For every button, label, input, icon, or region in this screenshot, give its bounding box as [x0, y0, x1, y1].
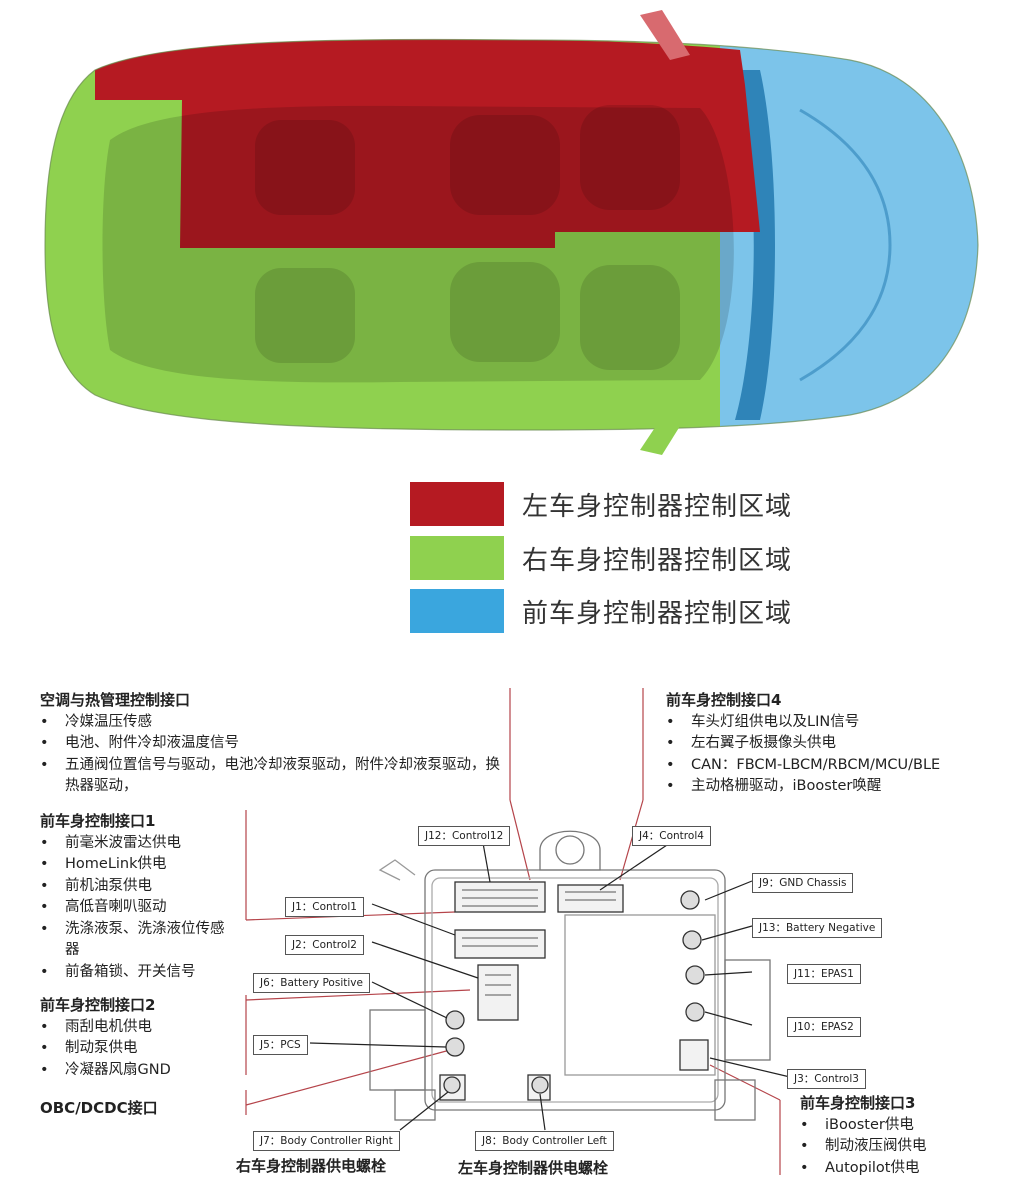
- callout-j6: J6：Battery Positive: [253, 973, 370, 993]
- connector-j1: [454, 929, 546, 959]
- callout-j12: J12：Control12: [418, 826, 511, 846]
- list-item: 前机油泵供电: [40, 876, 280, 898]
- leader-hvac-2: [509, 799, 531, 881]
- legend-swatch-left: [410, 482, 504, 526]
- left-zone: [95, 39, 760, 248]
- right-bolt-label: 右车身控制器供电螺栓: [236, 1157, 387, 1175]
- callout-j13: J13：Battery Negative: [752, 918, 883, 938]
- list-item: 五通阀位置信号与驱动，电池冷却液泵驱动，附件冷却液泵驱动，换热器驱动，: [40, 755, 510, 798]
- stud-j5: [445, 1037, 465, 1057]
- car-zone-illustration: [44, 10, 979, 455]
- callout-j8: J8：Body Controller Left: [475, 1131, 614, 1151]
- left-bolt-label: 左车身控制器供电螺栓: [458, 1159, 609, 1177]
- hood-lines: [799, 108, 892, 382]
- list-item: 洗涤液泵、洗涤液位传感器: [40, 919, 233, 962]
- stud-j10: [685, 1002, 705, 1022]
- group-front1-title: 前车身控制接口1: [40, 812, 156, 830]
- connector-j12: [454, 881, 546, 913]
- leader-front4-2: [619, 799, 644, 881]
- leader-front2-2: [245, 989, 471, 1001]
- leader-front3-2: [709, 1064, 781, 1101]
- connector-pins: [462, 889, 616, 996]
- seat-6: [580, 265, 680, 370]
- stud-j9: [680, 890, 700, 910]
- stud-j13: [682, 930, 702, 950]
- callout-j4: J4：Control4: [632, 826, 711, 846]
- seat-3: [580, 105, 680, 210]
- group-front2-title: 前车身控制接口2: [40, 996, 156, 1014]
- callout-j2: J2：Control2: [285, 935, 364, 955]
- legend-swatch-front: [410, 589, 504, 633]
- legend-label-left: 左车身控制器控制区域: [522, 491, 793, 522]
- list-item: 制动液压阀供电: [800, 1136, 1000, 1158]
- legend-right-zone: 右车身控制器控制区域: [410, 536, 830, 580]
- group-front4: 前车身控制接口4 车头灯组供电以及LIN信号 左右翼子板摄像头供电 CAN：FB…: [666, 690, 1006, 798]
- controller-board-diagram: [245, 688, 791, 1175]
- list-item: 冷凝器风扇GND: [40, 1060, 280, 1082]
- connector-j4: [557, 884, 624, 913]
- seat-5: [450, 262, 560, 362]
- callout-j1: J1：Control1: [285, 897, 364, 917]
- mirror-bottom: [640, 405, 690, 455]
- list-item: iBooster供电: [800, 1115, 1000, 1137]
- legend-swatch-right: [410, 536, 504, 580]
- seat-2: [450, 115, 560, 215]
- group-hvac-title: 空调与热管理控制接口: [40, 691, 191, 709]
- callout-j7: J7：Body Controller Right: [253, 1131, 400, 1151]
- legend-label-right: 右车身控制器控制区域: [522, 545, 793, 576]
- list-item: 车头灯组供电以及LIN信号: [666, 712, 1006, 734]
- connector-j3: [679, 1039, 709, 1071]
- legend-label-front: 前车身控制器控制区域: [522, 598, 793, 629]
- group-front2: 前车身控制接口2 雨刮电机供电 制动泵供电 冷凝器风扇GND: [40, 995, 280, 1081]
- roof-dark-green: [102, 105, 734, 383]
- group-hvac: 空调与热管理控制接口 冷媒温压传感 电池、附件冷却液温度信号 五通阀位置信号与驱…: [40, 690, 510, 798]
- callout-j10: J10：EPAS2: [787, 1017, 861, 1037]
- list-item: 雨刮电机供电: [40, 1017, 280, 1039]
- group-front4-title: 前车身控制接口4: [666, 691, 782, 709]
- list-item: 制动泵供电: [40, 1038, 280, 1060]
- stud-j11: [685, 965, 705, 985]
- stud-j6: [445, 1010, 465, 1030]
- group-front3-title: 前车身控制接口3: [800, 1094, 916, 1112]
- connector-j2: [477, 964, 519, 1021]
- list-item: Autopilot供电: [800, 1158, 1000, 1180]
- list-item: 电池、附件冷却液温度信号: [40, 733, 510, 755]
- list-item: 高低音喇叭驱动: [40, 897, 280, 919]
- board-housing: [369, 830, 771, 1121]
- callout-j3: J3：Control3: [787, 1069, 866, 1089]
- stud-j7: [443, 1076, 461, 1094]
- terminal-studs: [443, 890, 705, 1094]
- stud-j8: [531, 1076, 549, 1094]
- list-item: CAN：FBCM-LBCM/RBCM/MCU/BLE: [666, 755, 1006, 777]
- list-item: 前毫米波雷达供电: [40, 833, 280, 855]
- group-obc-title: OBC/DCDC接口: [40, 1099, 158, 1117]
- list-item: 主动格栅驱动，iBooster唤醒: [666, 776, 1006, 798]
- legend-front-zone: 前车身控制器控制区域: [410, 589, 830, 633]
- callout-j9: J9：GND Chassis: [752, 873, 854, 893]
- group-front3: 前车身控制接口3 iBooster供电 制动液压阀供电 Autopilot供电: [800, 1093, 1000, 1179]
- legend-left-zone: 左车身控制器控制区域: [410, 482, 830, 526]
- car-outline: [44, 38, 979, 431]
- front-zone-dark-edge: [735, 70, 775, 420]
- seat-4: [255, 268, 355, 363]
- leader-obc-2: [245, 1049, 451, 1106]
- callout-j11: J11：EPAS1: [787, 964, 861, 984]
- list-item: 前备箱锁、开关信号: [40, 962, 280, 984]
- list-item: 左右翼子板摄像头供电: [666, 733, 1006, 755]
- list-item: 冷媒温压传感: [40, 712, 510, 734]
- group-front1: 前车身控制接口1 前毫米波雷达供电 HomeLink供电 前机油泵供电 高低音喇…: [40, 811, 280, 983]
- list-item: HomeLink供电: [40, 854, 280, 876]
- seat-1: [255, 120, 355, 215]
- mirror-top: [640, 10, 690, 60]
- connectors: [439, 881, 709, 1101]
- callout-arrows: [309, 842, 791, 1131]
